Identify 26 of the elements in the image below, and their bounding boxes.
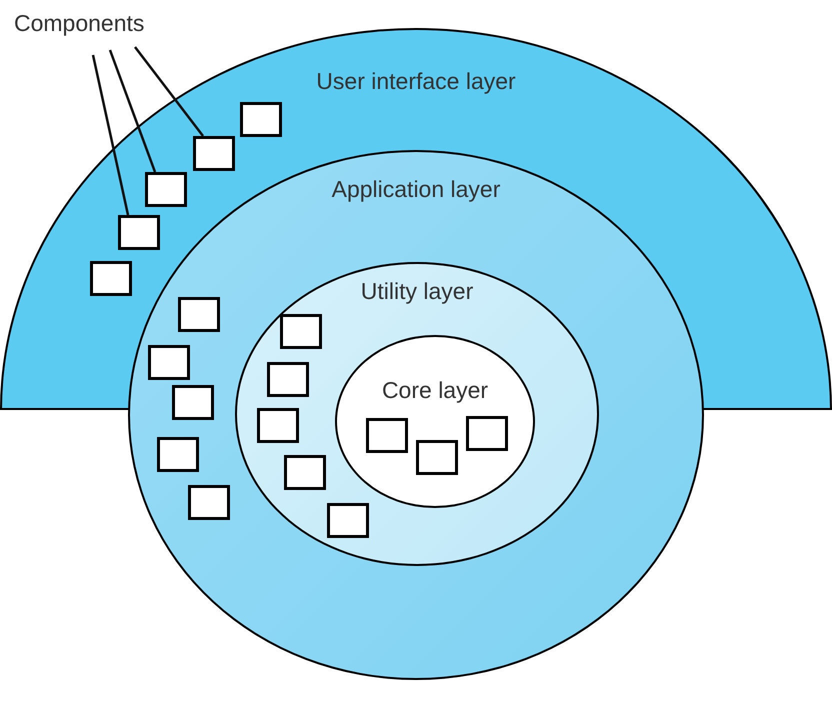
component-box xyxy=(178,297,220,332)
component-box xyxy=(466,416,508,451)
component-box xyxy=(267,362,309,397)
component-box xyxy=(188,485,230,520)
layer-label: Core layer xyxy=(382,376,488,405)
component-box xyxy=(280,314,322,349)
leader-line xyxy=(108,50,156,172)
callout-label: Components xyxy=(14,6,144,40)
component-box xyxy=(90,261,132,296)
component-box xyxy=(240,102,282,137)
component-box xyxy=(284,455,326,490)
component-box xyxy=(416,440,458,475)
component-box xyxy=(157,437,199,472)
component-box xyxy=(118,215,160,250)
component-box xyxy=(172,385,214,420)
component-box xyxy=(193,136,235,171)
component-box xyxy=(366,418,408,453)
leader-line xyxy=(134,46,204,137)
layer-label: Application layer xyxy=(332,175,500,204)
leader-line xyxy=(92,54,130,216)
component-box xyxy=(145,172,187,207)
component-box xyxy=(257,408,299,443)
component-box xyxy=(327,503,369,538)
component-box xyxy=(148,345,190,380)
layer-label: User interface layer xyxy=(316,67,516,96)
layer-label: Utility layer xyxy=(360,277,474,306)
